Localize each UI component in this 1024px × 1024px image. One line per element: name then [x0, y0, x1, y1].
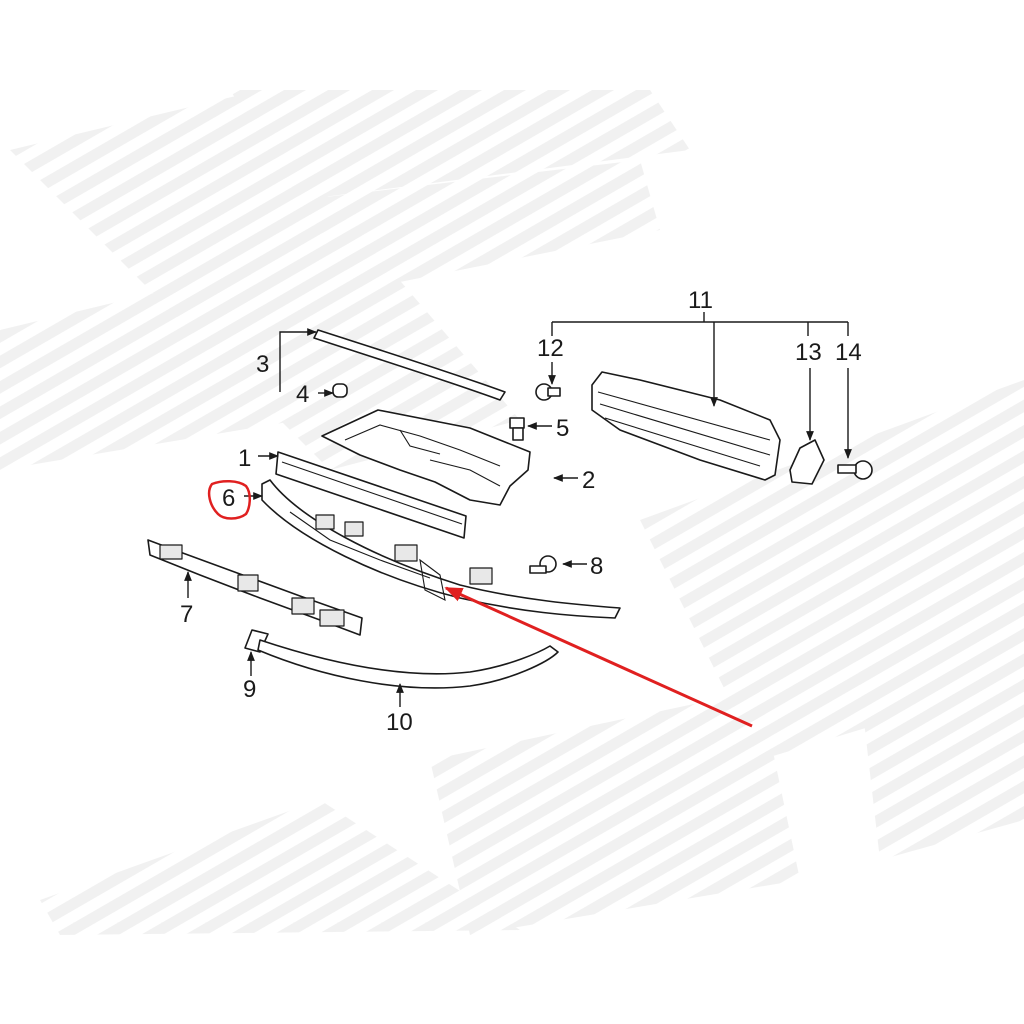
part-13-side-bracket [789, 439, 825, 485]
callout-8: 8 [590, 553, 603, 580]
highlight-circle [207, 480, 251, 520]
part-1-upper-bar [275, 451, 467, 539]
callout-10: 10 [386, 709, 413, 736]
callout-4: 4 [296, 381, 309, 408]
part-11-grille-frame [591, 371, 781, 481]
part-7-lower-left-bracket [147, 539, 363, 636]
part-12-screw [535, 383, 561, 401]
callout-2: 2 [582, 467, 595, 494]
callout-6: 6 [222, 485, 235, 512]
part-10-lower-trim [257, 639, 559, 689]
part-2-upper-cover [321, 409, 531, 506]
part-5-bolt [509, 417, 525, 441]
callout-11: 11 [688, 287, 713, 314]
callout-1: 1 [238, 445, 251, 472]
callout-13: 13 [795, 339, 822, 366]
watermark [0, 90, 1024, 935]
callout-labels: 1 2 3 4 5 6 7 8 9 10 11 12 13 14 [180, 287, 862, 736]
part-3-seal-strip [313, 329, 506, 401]
highlight-arrow [444, 586, 753, 728]
part-4-clip [332, 383, 348, 398]
highlight-annotation [207, 480, 753, 728]
leader-lines [184, 312, 852, 707]
callout-3: 3 [256, 351, 269, 378]
part-8-bolt [529, 555, 557, 574]
callout-14: 14 [835, 339, 862, 366]
part-6-lower-bracket [261, 479, 621, 619]
callout-9: 9 [243, 676, 256, 703]
callout-7: 7 [180, 601, 193, 628]
callout-5: 5 [556, 415, 569, 442]
part-14-bolt [837, 460, 873, 480]
callout-12: 12 [537, 335, 564, 362]
